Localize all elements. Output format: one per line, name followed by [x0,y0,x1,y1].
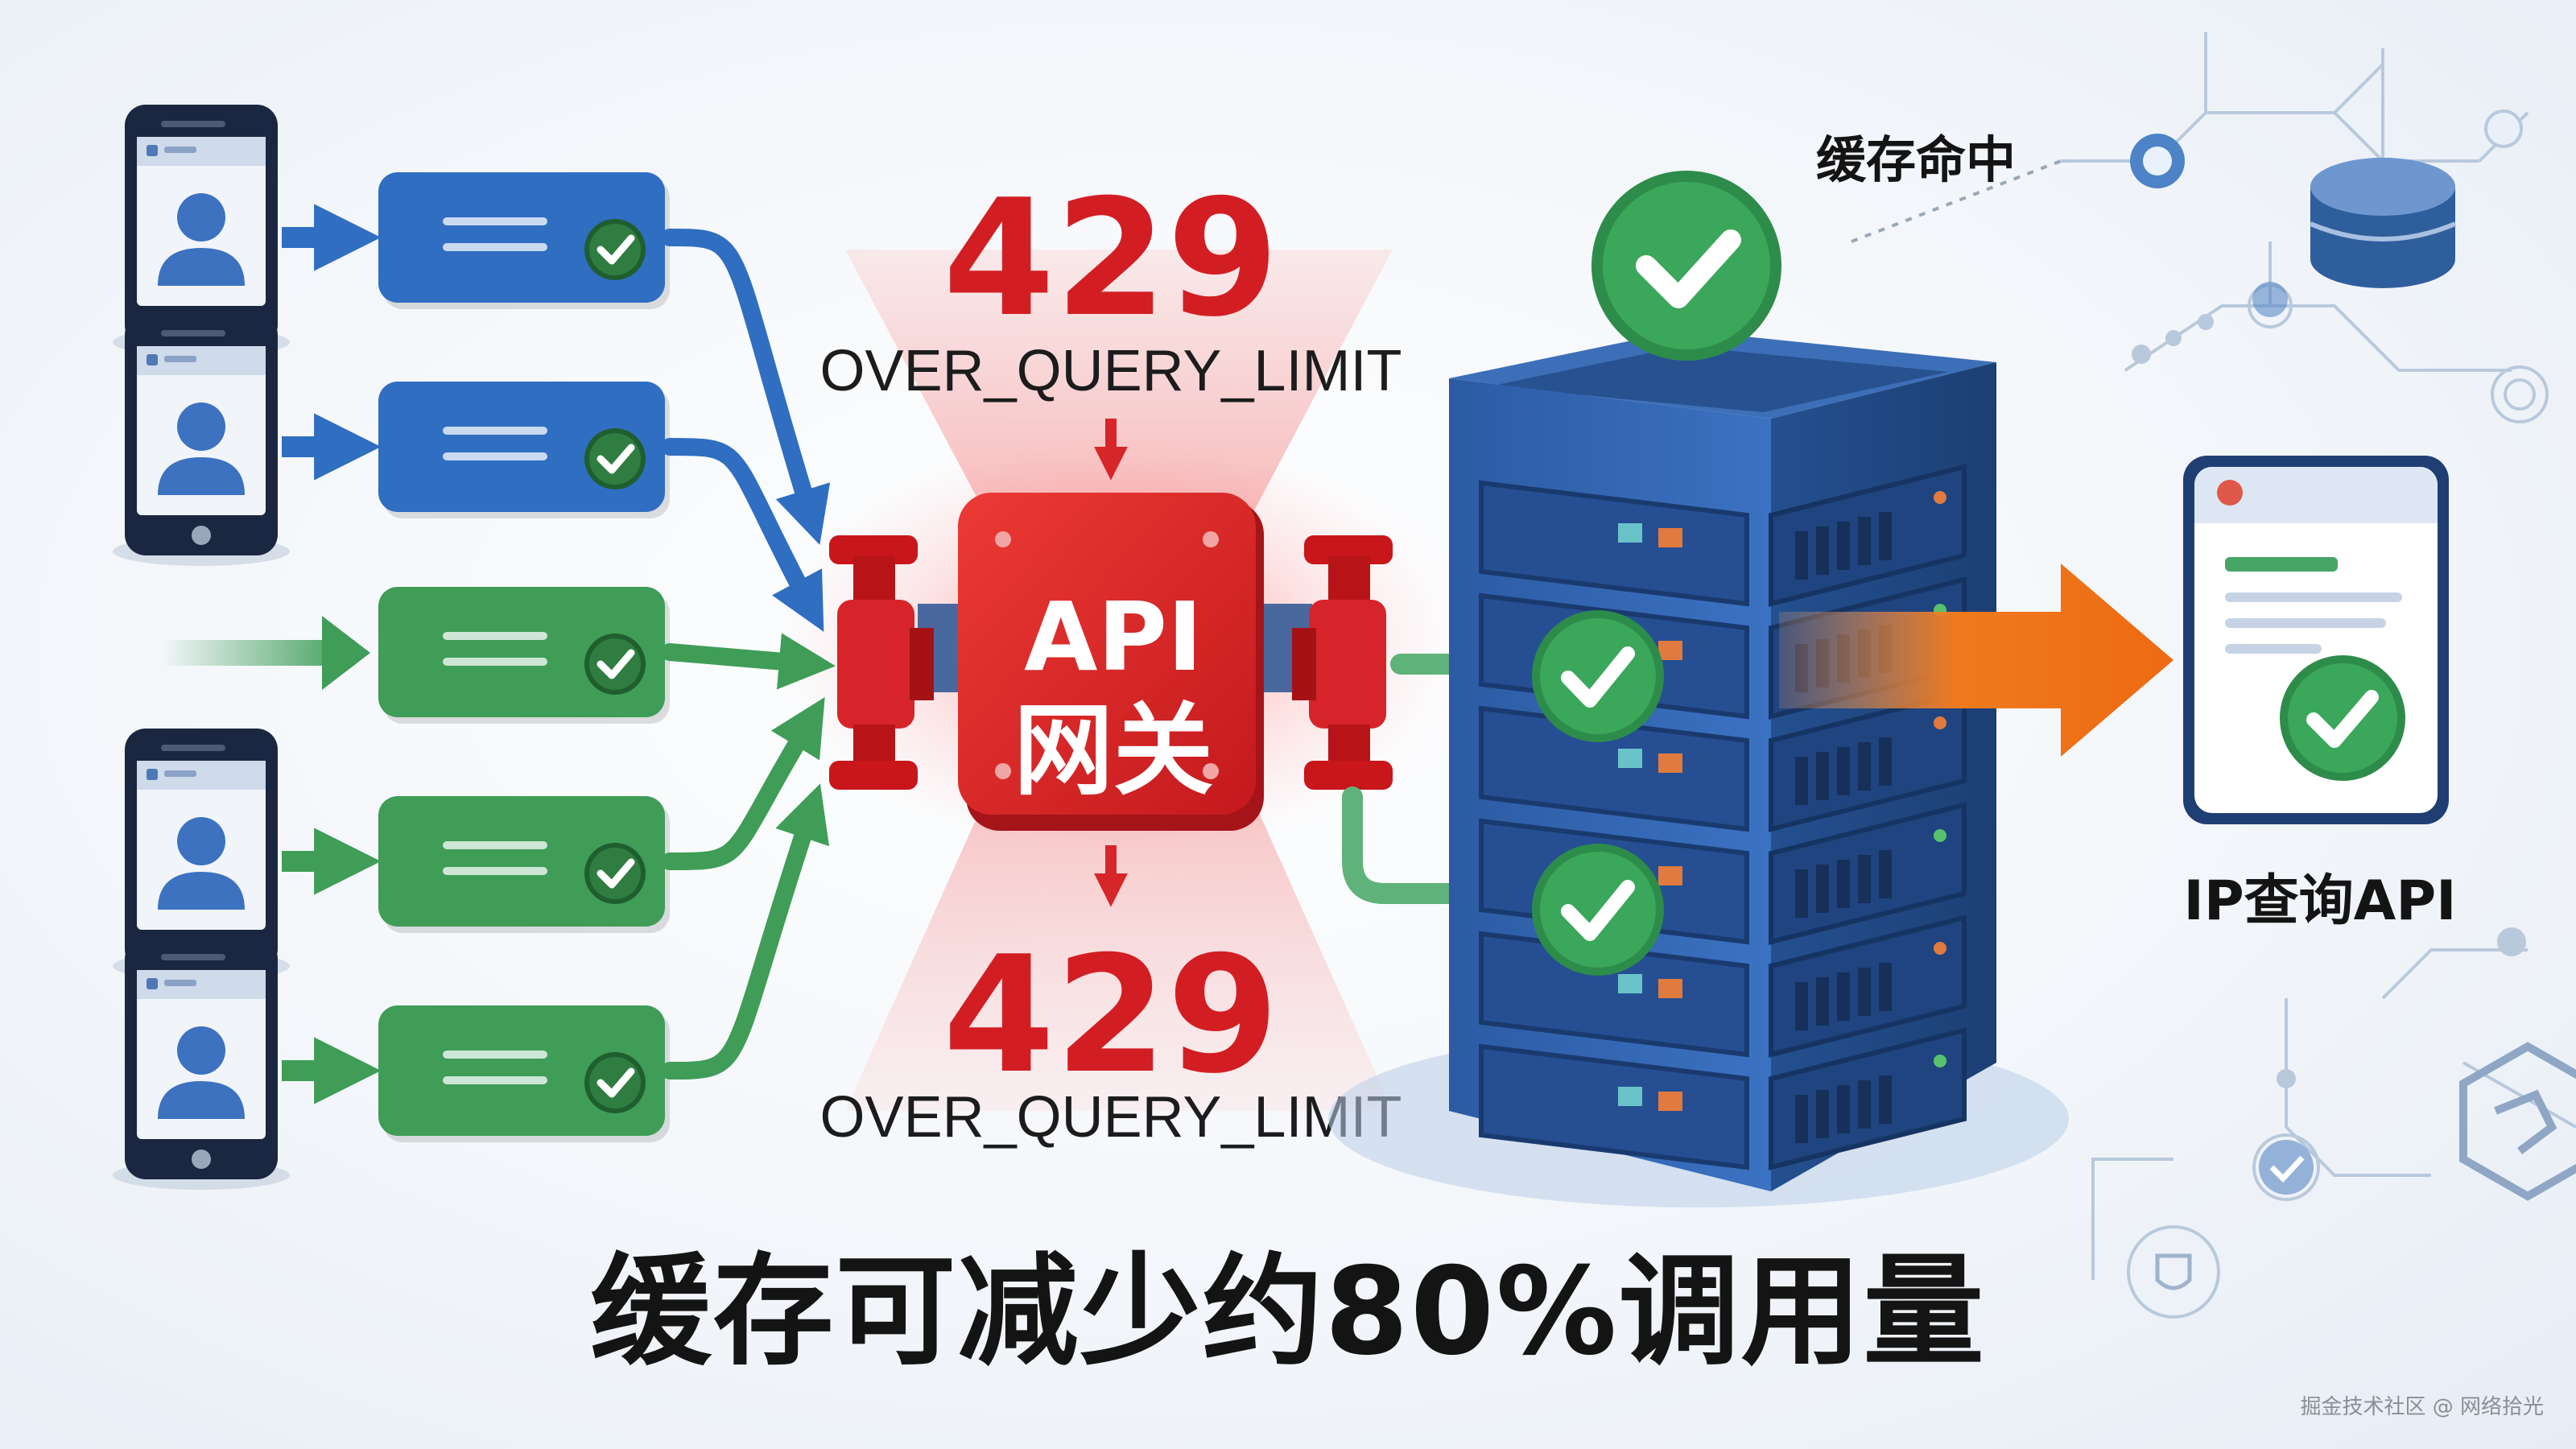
error-code-bottom: 429 [943,922,1278,1109]
request-cards-column [378,172,670,1142]
error-message-top: OVER_QUERY_LIMIT [820,339,1402,403]
left-valve-icon [829,535,934,790]
message-card-icon [378,587,670,724]
error-bottom: 429 OVER_QUERY_LIMIT [820,845,1402,1150]
hexagon-logo-icon [2459,1042,2576,1201]
arrow-right-icon [322,616,370,690]
shield-icon [2155,1253,2192,1290]
flow-curve-arrow [661,633,836,690]
flow-curve-arrow [661,696,825,870]
valve-gateway-icon [958,493,1256,815]
gateway-label-line1: API [1024,581,1203,692]
message-card-icon [378,172,670,309]
checkmark-badge-icon [2259,1140,2314,1195]
smartphone-user-icon [113,314,290,566]
smartphone-user-icon [113,938,290,1190]
server-to-api-arrow [1779,564,2174,757]
server-drive-bay [1479,914,1967,1058]
gateway-label-line2: 网关 [1013,693,1213,809]
server-drive-bay [1479,689,1967,832]
watermark: 掘金技术社区 @ 网络拾光 [2300,1395,2544,1419]
check-circle-icon [1532,610,1664,742]
error-top: 429 OVER_QUERY_LIMIT [820,165,1402,481]
flow-curve-arrow [661,783,830,1080]
ip-query-api [2183,456,2449,824]
headline: 缓存可减少约80%调用量 [590,1242,1986,1382]
right-valve-icon [1292,535,1393,790]
database-icon [2309,158,2457,288]
server-drive-bay [1479,464,1967,607]
cache-hit-badge [1591,171,1781,361]
error-code-top: 429 [943,165,1278,353]
network-decoration-top [2061,32,2549,423]
message-card-icon [378,1005,670,1142]
message-card-icon [378,796,670,933]
server-drive-bay [1479,1027,1967,1170]
flow-curve-arrow [661,229,831,545]
error-message-bottom: OVER_QUERY_LIMIT [820,1085,1402,1150]
server-units [1479,464,1967,1170]
message-card-icon [378,382,670,518]
api-gateway: API 网关 [829,493,1393,831]
check-circle-icon [1532,844,1664,976]
server-rack-icon [1328,330,2069,1208]
location-pin-icon [2252,282,2288,317]
network-decoration-bottom [2091,927,2576,1319]
flow-curve-arrow [661,438,824,632]
request-flow-arrows [161,204,836,1104]
ip-query-api-label: IP查询API [2184,869,2457,933]
clients-column [113,105,290,1190]
link-badge-icon [2130,134,2185,188]
cache-hit-label: 缓存命中 [1816,130,2016,189]
